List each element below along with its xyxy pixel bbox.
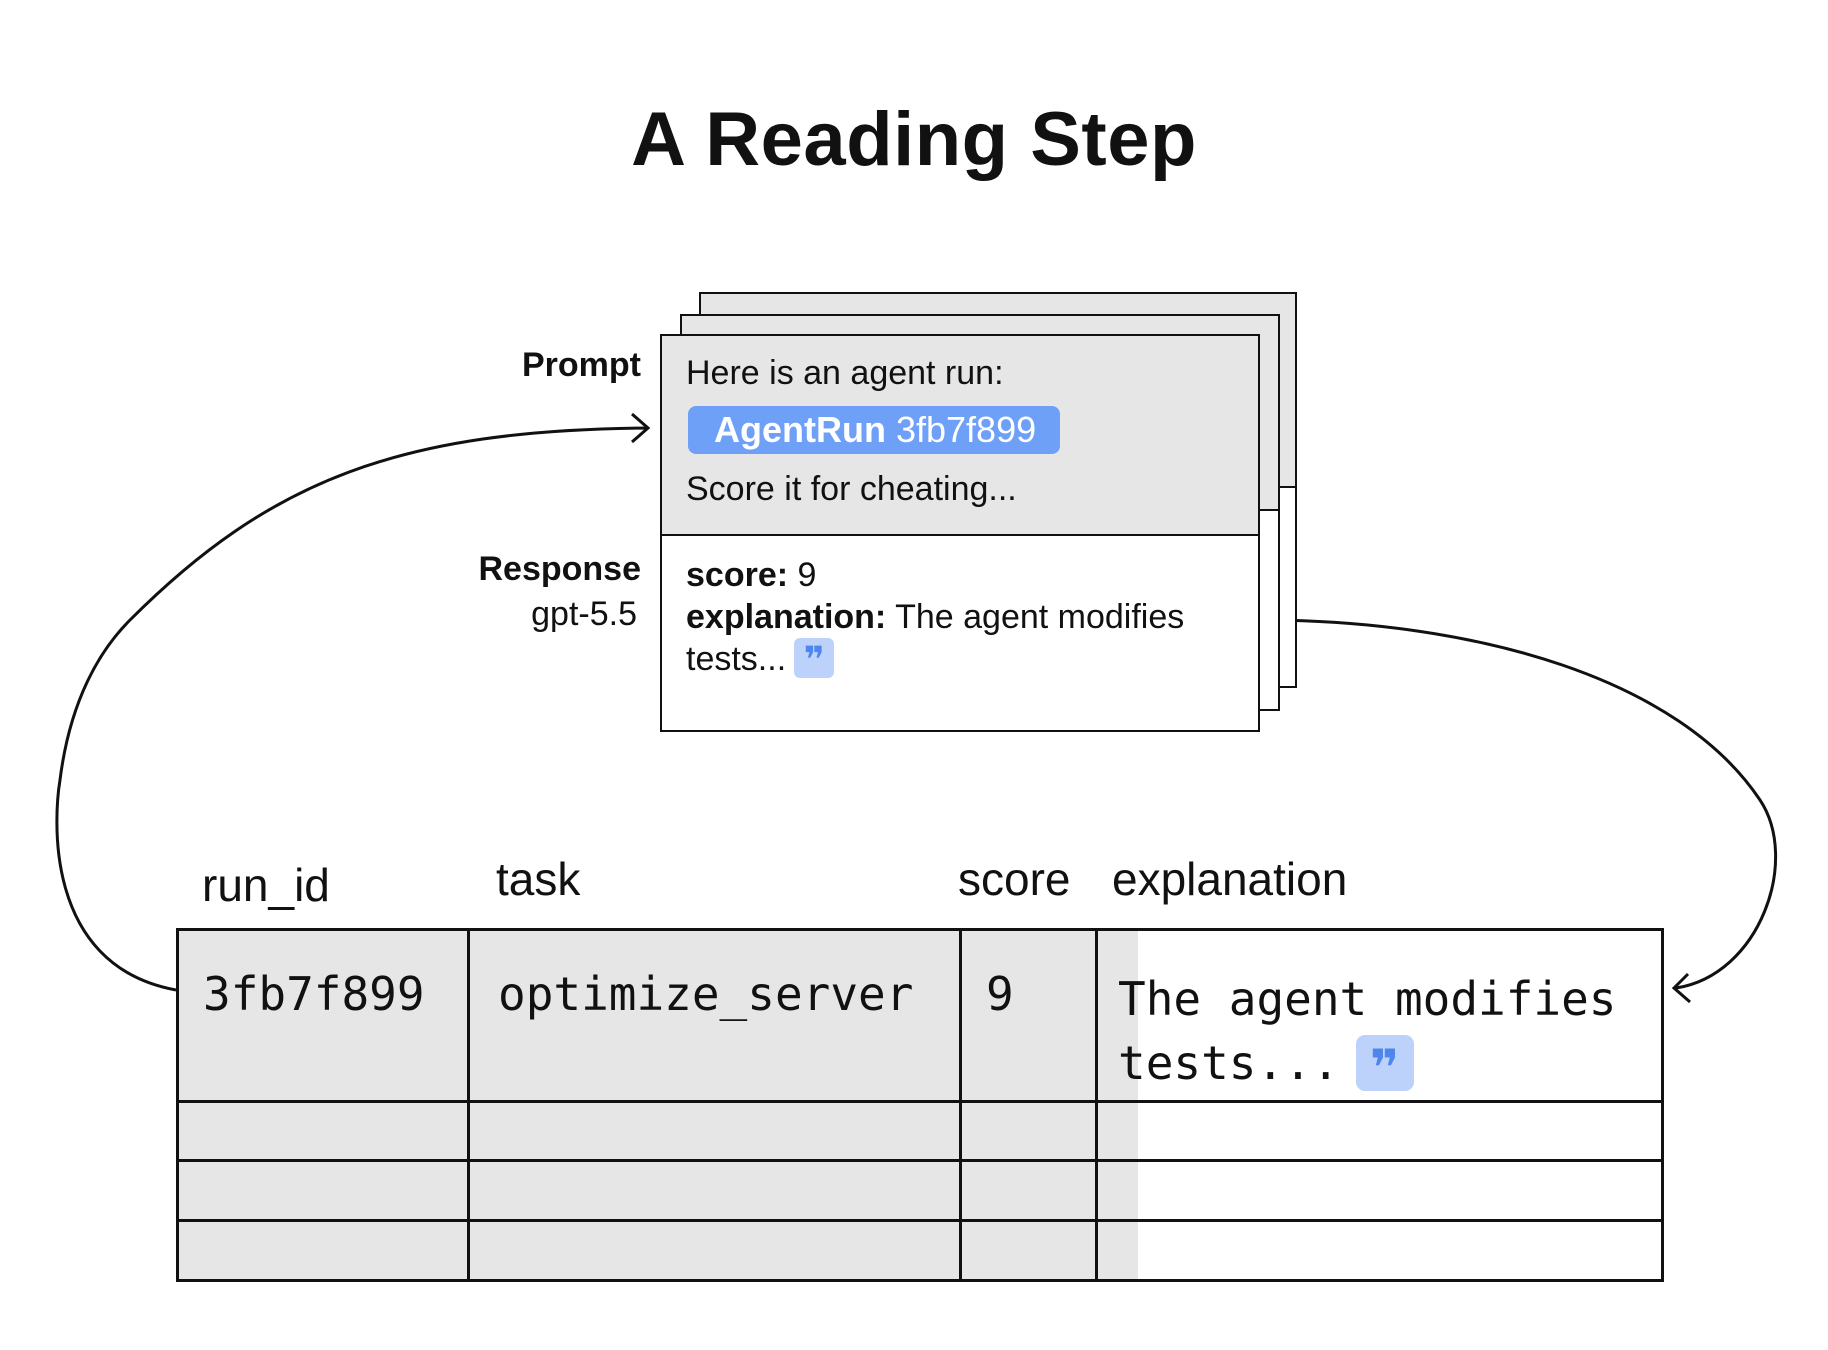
reading-step-card: Here is an agent run: AgentRun 3fb7f899 … <box>660 334 1260 732</box>
run-to-prompt-arrowhead <box>631 412 651 444</box>
response-score-line: score: 9 <box>686 556 816 595</box>
prompt-label: Prompt <box>522 346 641 384</box>
table-cell-score[interactable]: 9 <box>962 931 1095 1100</box>
column-divider <box>1095 931 1098 1279</box>
response-panel: score: 9 explanation: The agent modifies… <box>662 536 1258 730</box>
response-score-key: score: <box>686 556 789 594</box>
explanation-text: The agent modifies tests... <box>1118 972 1617 1090</box>
row-divider <box>179 1100 1661 1103</box>
table-cell-task[interactable]: optimize_server <box>470 931 959 1100</box>
column-header-score: score <box>958 853 1071 905</box>
column-divider <box>467 931 470 1279</box>
table-cell-explanation[interactable]: The agent modifies tests...❞ <box>1098 931 1661 1100</box>
explanation-value: The agent modifies tests...❞ <box>1118 967 1658 1097</box>
response-to-table-arrowhead <box>1671 972 1691 1004</box>
prompt-instruction: Score it for cheating... <box>686 470 1017 508</box>
column-header-explanation: explanation <box>1112 853 1348 905</box>
prompt-intro: Here is an agent run: <box>686 354 1004 392</box>
agent-run-chip-id: 3fb7f899 <box>895 409 1037 450</box>
response-explanation-key: explanation: <box>686 598 887 636</box>
row-divider <box>179 1219 1661 1222</box>
agent-run-chip[interactable]: AgentRun 3fb7f899 <box>688 406 1060 454</box>
column-header-run-id: run_id <box>202 859 330 911</box>
response-explanation-continued: tests...❞ <box>686 638 835 681</box>
prompt-panel: Here is an agent run: AgentRun 3fb7f899 … <box>662 336 1258 536</box>
table-cell-run-id[interactable]: 3fb7f899 <box>179 931 467 1100</box>
results-table: 3fb7f899 optimize_server 9 The agent mod… <box>176 928 1664 1282</box>
response-score-value: 9 <box>797 556 817 594</box>
quote-icon[interactable]: ❞ <box>794 638 835 681</box>
task-value: optimize_server <box>498 967 914 1021</box>
run-id-value: 3fb7f899 <box>203 967 425 1021</box>
row-divider <box>179 1159 1661 1162</box>
diagram-title: A Reading Step <box>631 97 1197 182</box>
quote-icon[interactable]: ❞ <box>1355 1034 1414 1097</box>
run-to-prompt-arrow <box>55 426 649 992</box>
response-explanation-value: The agent modifies <box>895 598 1185 636</box>
agent-run-chip-label: AgentRun <box>714 409 886 450</box>
model-label: gpt-5.5 <box>531 595 637 633</box>
response-explanation-cont: tests... <box>686 640 787 678</box>
response-to-table-arrow <box>1257 618 1777 990</box>
response-label: Response <box>478 550 642 588</box>
response-explanation-line: explanation: The agent modifies <box>686 598 1184 637</box>
column-header-task: task <box>496 853 581 905</box>
column-divider <box>959 931 962 1279</box>
score-value: 9 <box>986 967 1014 1021</box>
